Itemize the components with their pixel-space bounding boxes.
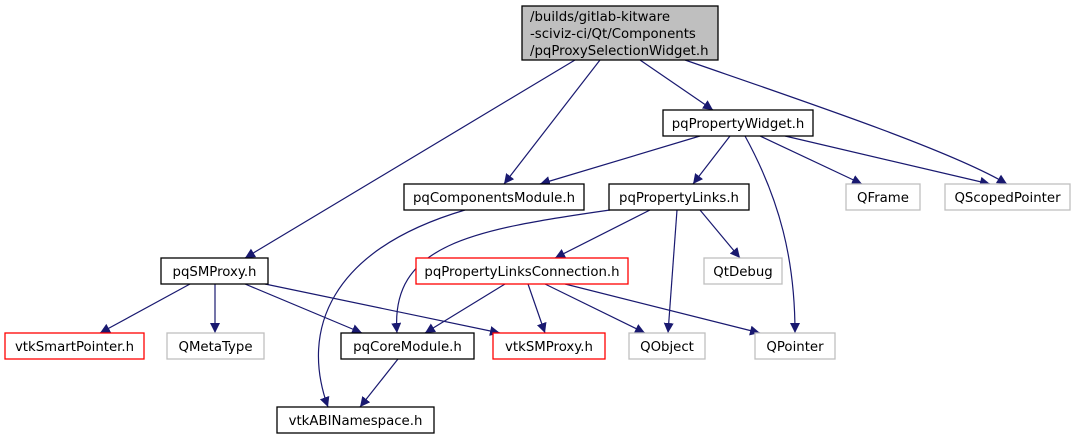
node-label: vtkSmartPointer.h [15, 340, 134, 355]
edge-pqPropertyLinks-to-QObject [663, 209, 678, 334]
node-QScopedPointer[interactable]: QScopedPointer [944, 183, 1071, 211]
node-box [608, 183, 750, 211]
node-box [492, 332, 606, 360]
node-label: pqPropertyLinks.h [619, 191, 739, 206]
edge-pqSMProxy-to-vtkSMProxy [264, 283, 501, 336]
edge-pqComponentsModule-to-vtkABINamespace [317, 209, 466, 408]
edge-root-to-QScopedPointer [684, 59, 1008, 185]
node-label: QScopedPointer [954, 191, 1061, 206]
node-label: pqPropertyWidget.h [672, 117, 805, 132]
node-box [944, 183, 1071, 211]
node-box [415, 257, 629, 285]
node-label: pqSMProxy.h [173, 265, 257, 280]
node-QMetaType[interactable]: QMetaType [166, 332, 265, 360]
edge-root-to-pqComponentsModule [503, 59, 601, 185]
node-label: pqComponentsModule.h [413, 191, 575, 206]
node-label: /builds/gitlab-kitware [530, 10, 670, 25]
edge-pqPropertyWidget-to-pqComponentsModule [539, 135, 701, 186]
node-label: QFrame [857, 191, 909, 206]
node-box [276, 406, 435, 434]
node-label: QMetaType [178, 340, 252, 355]
edge-pqPropertyLinksConnection-to-QPointer [564, 283, 761, 336]
node-pqSMProxy[interactable]: pqSMProxy.h [160, 257, 269, 285]
node-QObject[interactable]: QObject [628, 332, 706, 360]
node-pqPropertyWidget[interactable]: pqPropertyWidget.h [662, 109, 814, 137]
edge-pqPropertyWidget-to-QPointer [744, 135, 800, 334]
edge-pqPropertyWidget-to-pqPropertyLinks [692, 135, 731, 185]
node-box [845, 183, 921, 211]
node-box [160, 257, 269, 285]
edge-pqPropertyWidget-to-QScopedPointer [784, 135, 991, 187]
node-pqCoreModule[interactable]: pqCoreModule.h [340, 332, 475, 360]
edge-pqPropertyLinksConnection-to-QObject [544, 283, 646, 334]
node-label: vtkSMProxy.h [505, 340, 593, 355]
node-box [4, 332, 145, 360]
node-pqPropertyLinks[interactable]: pqPropertyLinks.h [608, 183, 750, 211]
edge-pqPropertyWidget-to-QFrame [759, 135, 863, 185]
edge-pqPropertyLinks-to-pqPropertyLinksConnection [554, 209, 651, 259]
node-box [703, 257, 783, 285]
edge-pqPropertyLinksConnection-to-vtkSMProxy [527, 283, 547, 334]
node-label: pqPropertyLinksConnection.h [424, 265, 619, 280]
node-vtkSMProxy[interactable]: vtkSMProxy.h [492, 332, 606, 360]
node-label: /pqProxySelectionWidget.h [530, 44, 709, 59]
node-root[interactable]: /builds/gitlab-kitware -sciviz-ci/Qt/Comp… [521, 5, 719, 61]
node-QtDebug[interactable]: QtDebug [703, 257, 783, 285]
node-label: QObject [640, 340, 694, 355]
node-box [662, 109, 814, 137]
edge-pqSMProxy-to-vtkSmartPointer [99, 283, 191, 334]
node-box [521, 5, 719, 61]
edge-root-to-pqPropertyWidget [639, 59, 714, 111]
node-label: QPointer [766, 340, 824, 355]
node-pqComponentsModule[interactable]: pqComponentsModule.h [403, 183, 585, 211]
node-vtkSmartPointer[interactable]: vtkSmartPointer.h [4, 332, 145, 360]
node-label: vtkABINamespace.h [289, 414, 423, 429]
node-box [166, 332, 265, 360]
edge-pqSMProxy-to-pqCoreModule [244, 283, 363, 334]
node-box [403, 183, 585, 211]
edge-pqPropertyLinksConnection-to-pqCoreModule [424, 283, 506, 334]
node-vtkABINamespace[interactable]: vtkABINamespace.h [276, 406, 435, 434]
node-label: -sciviz-ci/Qt/Components [530, 27, 696, 42]
node-label: QtDebug [713, 265, 772, 280]
node-pqPropertyLinksConnection[interactable]: pqPropertyLinksConnection.h [415, 257, 629, 285]
node-label: pqCoreModule.h [353, 340, 462, 355]
node-QPointer[interactable]: QPointer [754, 332, 836, 360]
edge-pqPropertyLinks-to-pqCoreModule [391, 209, 611, 334]
node-QFrame[interactable]: QFrame [845, 183, 921, 211]
edge-pqPropertyLinks-to-QtDebug [699, 209, 741, 259]
edge-root-to-pqSMProxy [244, 59, 576, 259]
node-box [628, 332, 706, 360]
edge-pqCoreModule-to-vtkABINamespace [359, 358, 399, 408]
node-box [340, 332, 475, 360]
node-box [754, 332, 836, 360]
